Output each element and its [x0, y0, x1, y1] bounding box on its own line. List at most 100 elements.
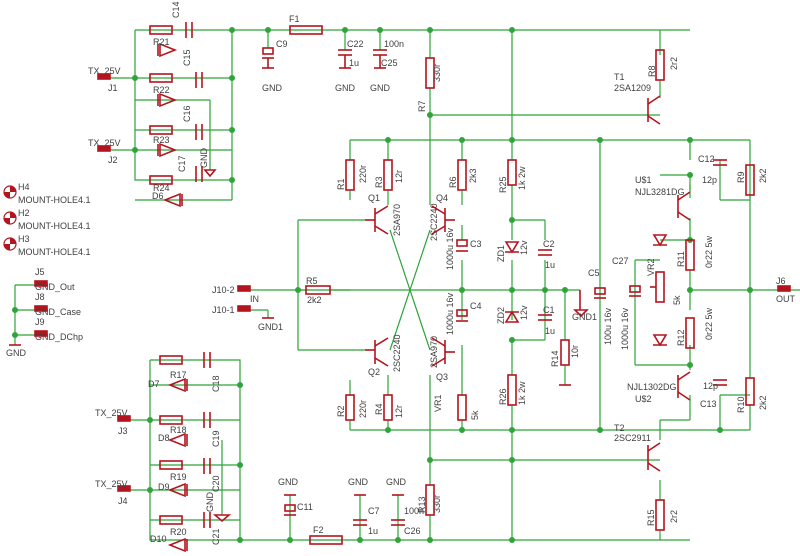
lbl-r19: R19 [170, 472, 187, 482]
ground-symbols [9, 55, 589, 523]
lbl-r4v: 12r [394, 405, 404, 418]
lbl-c17: C17 [177, 155, 187, 172]
lbl-r4: R4 [374, 403, 384, 415]
lbl-us2v: NJL1302DG [627, 382, 677, 392]
lbl-r25v: 1k 2w [517, 166, 527, 190]
lbl-t2: T2 [614, 423, 625, 433]
lbl-q2: Q2 [368, 367, 380, 377]
lbl-tx25v-1: TX_25V [88, 66, 121, 76]
lbl-j9: J9 [35, 317, 45, 327]
lbl-d8: D8 [158, 433, 170, 443]
lbl-r25: R25 [498, 176, 508, 193]
lbl-zd1: ZD1 [496, 245, 506, 262]
lbl-f2: F2 [313, 525, 324, 535]
lbl-c22: C22 [347, 39, 364, 49]
lbl-r14: R14 [550, 350, 560, 367]
lbl-100n-b: 100n [404, 506, 424, 516]
lbl-f1: F1 [289, 14, 300, 24]
lbl-d9: D9 [158, 482, 170, 492]
lbl-us2: U$2 [635, 394, 652, 404]
lbl-r6: R6 [448, 176, 458, 188]
lbl-c27: C27 [612, 256, 629, 266]
lbl-tx25v-2: TX_25V [88, 138, 121, 148]
lbl-mh3: MOUNT-HOLE4.1 [18, 247, 91, 257]
wires [14, 29, 800, 541]
lbl-vr1: VR1 [433, 394, 443, 412]
lbl-c12v: 12p [702, 175, 717, 185]
lbl-r6v: 2k3 [468, 168, 478, 183]
lbl-c3v: 1000u 16v [445, 227, 455, 270]
lbl-j8: J8 [35, 292, 45, 302]
lbl-r3: R3 [374, 176, 384, 188]
lbl-r2: R2 [336, 405, 346, 417]
lbl-h2: H2 [18, 208, 30, 218]
mounting-holes [3, 185, 17, 251]
lbl-c13v: 12p [703, 381, 718, 391]
lbl-c15: C15 [182, 49, 192, 66]
lbl-zd2: ZD2 [496, 307, 506, 324]
lbl-r3v: 12r [394, 170, 404, 183]
lbl-c2: C2 [543, 239, 555, 249]
lbl-tx25v-3: TX_25V [95, 408, 128, 418]
lbl-r13: R13 [417, 496, 427, 513]
lbl-r26v: 1k 2w [517, 381, 527, 405]
lbl-gnd-out: GND_Out [35, 282, 75, 292]
lbl-j1: J1 [108, 83, 118, 93]
lbl-r9v: 2k2 [758, 168, 768, 183]
lbl-c11: C11 [297, 502, 313, 512]
lbl-c7: C7 [368, 506, 380, 516]
lbl-c18: C18 [211, 375, 221, 392]
lbl-r13v: 330r [432, 495, 442, 513]
lbl-gnd-e: GND [6, 348, 27, 358]
component-labels: C14 F1 R21 C9 C22 C25 100n 1u GND GND GN… [6, 1, 796, 545]
lbl-r21: R21 [153, 37, 170, 47]
lbl-t2v: 2SC2911 [614, 433, 651, 443]
lbl-r15: R15 [646, 509, 656, 526]
lbl-vr2v: 5k [672, 295, 682, 305]
lbl-mh1: MOUNT-HOLE4.1 [18, 195, 91, 205]
lbl-c5: C5 [588, 268, 600, 278]
lbl-tx25v-4: TX_25V [95, 479, 128, 489]
mount-hole-h3 [3, 237, 17, 251]
lbl-c14: C14 [171, 1, 181, 18]
lbl-r7: R7 [417, 100, 427, 112]
lbl-c19: C19 [211, 430, 221, 447]
lbl-c27v: 1000u 16v [620, 307, 630, 350]
lbl-r7v: 330r [432, 64, 442, 82]
lbl-h3: H3 [18, 234, 30, 244]
lbl-c20: C20 [211, 475, 221, 492]
lbl-q4v: 2SC2240 [429, 203, 439, 241]
lbl-c1: C1 [543, 305, 555, 315]
lbl-gnd-c: GND [370, 83, 391, 93]
lbl-q4: Q4 [436, 193, 448, 203]
lbl-h4: H4 [18, 182, 30, 192]
lbl-gnd-f: GND [278, 477, 299, 487]
lbl-gnd-d: GND [199, 148, 209, 169]
lbl-r12: R12 [676, 329, 686, 346]
lbl-gnd-b: GND [335, 83, 356, 93]
lbl-vr2: VR2 [646, 258, 656, 276]
lbl-r15v: 2r2 [669, 510, 679, 523]
lbl-c4: C4 [470, 301, 482, 311]
lbl-in: IN [250, 294, 259, 304]
lbl-r10v: 2k2 [758, 395, 768, 410]
lbl-r17: R17 [170, 370, 187, 380]
components [34, 22, 791, 553]
lbl-r20: R20 [170, 527, 187, 537]
lbl-r9: R9 [736, 171, 746, 183]
lbl-gnd1-a: GND1 [258, 322, 283, 332]
lbl-j5: J5 [35, 267, 45, 277]
lbl-1u-a: 1u [349, 58, 359, 68]
lbl-t1v: 2SA1209 [614, 83, 651, 93]
lbl-zd1v: 12v [519, 240, 529, 255]
lbl-r11: R11 [676, 251, 686, 267]
lbl-gnd-case: GND_Case [35, 307, 81, 317]
lbl-j2: J2 [108, 155, 118, 165]
lbl-c16: C16 [182, 105, 192, 122]
lbl-j10-2: J10-2 [212, 285, 235, 295]
lbl-r18: R18 [170, 425, 187, 435]
lbl-c1v: 1u [545, 326, 555, 336]
lbl-c25: C25 [381, 58, 398, 68]
lbl-gnd-dchp: GND_DChp [35, 332, 83, 342]
lbl-c4v: 1000u 16v [445, 292, 455, 335]
